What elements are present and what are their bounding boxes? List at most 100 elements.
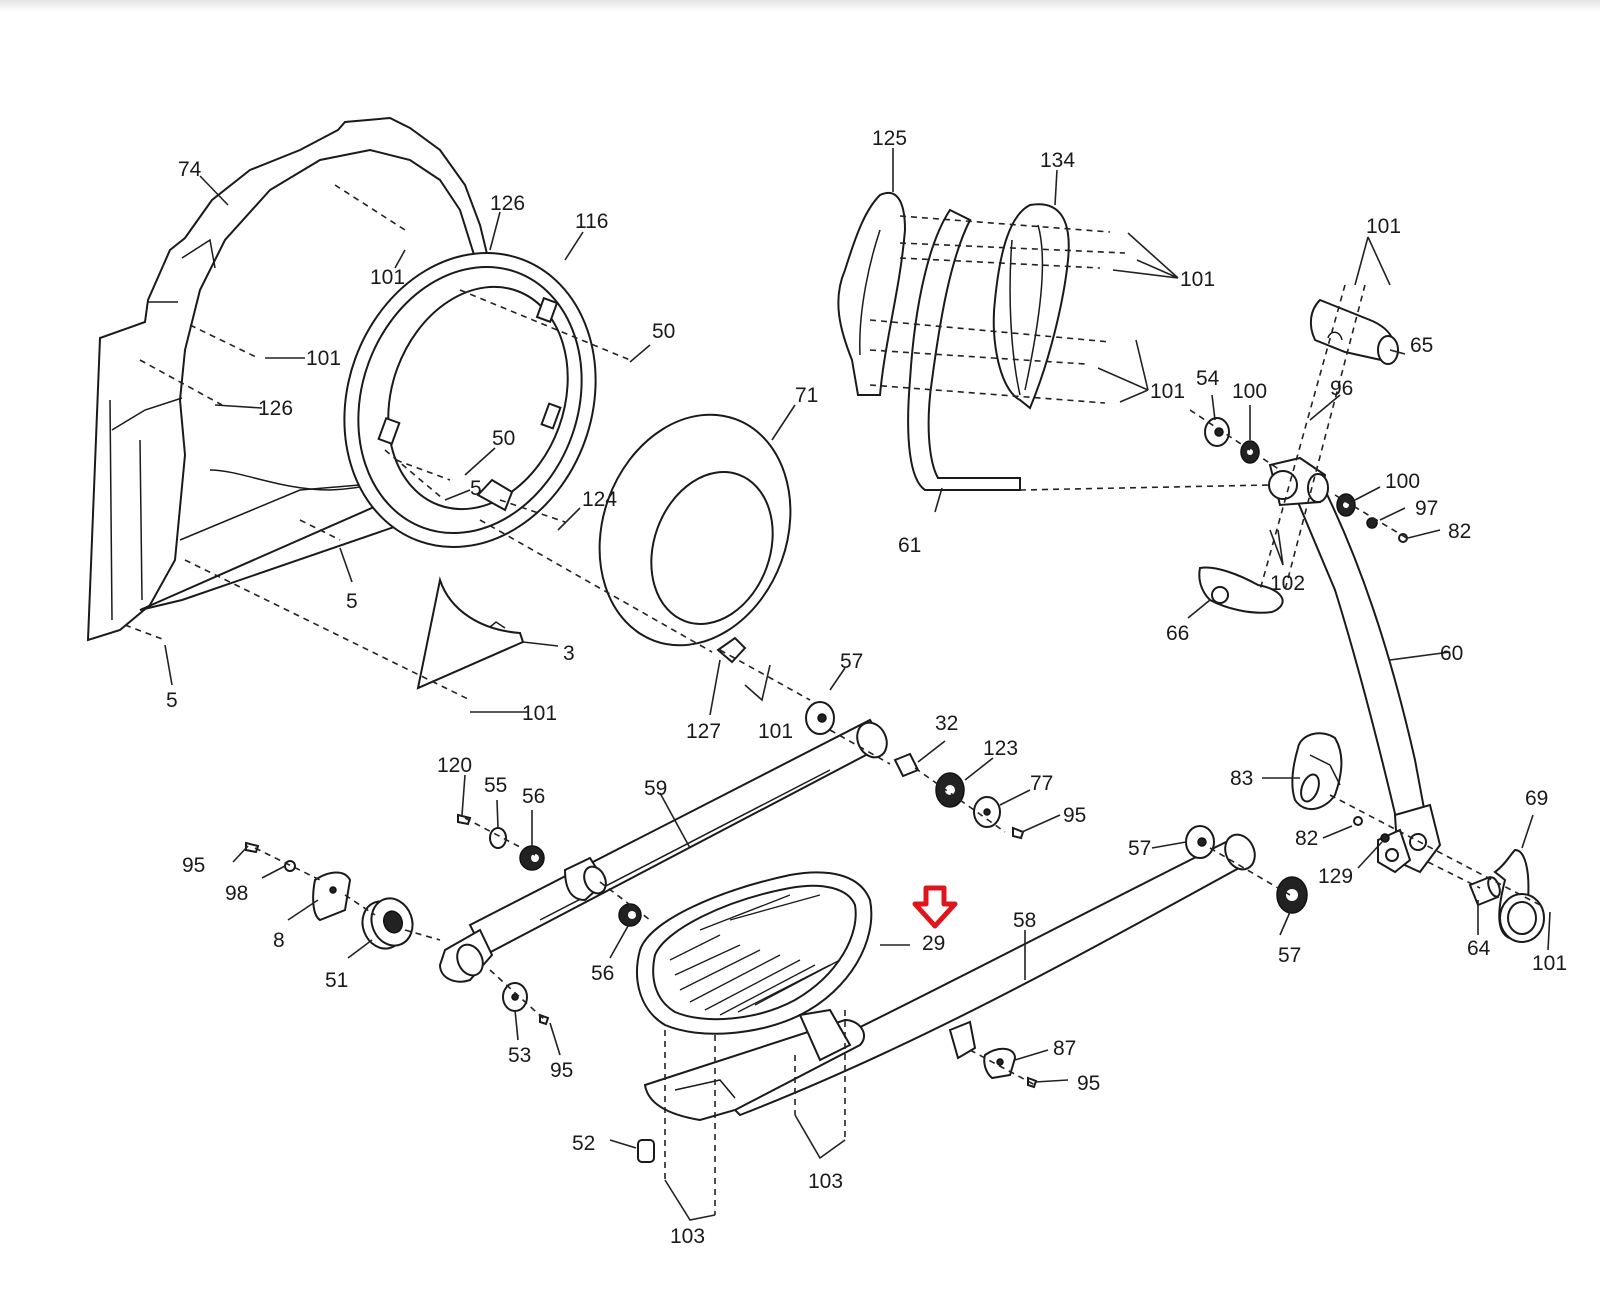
- label-126: 126: [258, 397, 293, 420]
- label-51: 51: [325, 969, 348, 992]
- part-57-bearing-right: [1276, 876, 1308, 914]
- label-100: 100: [1232, 380, 1267, 403]
- label-32: 32: [935, 712, 958, 735]
- label-97: 97: [1415, 497, 1438, 520]
- part-83-bracket: [1291, 732, 1343, 810]
- part-57-bearing-left: [1185, 825, 1215, 859]
- part-labels: 74 126 116 101 101 126 50 50 5 124 5 3 5…: [166, 127, 1567, 1248]
- label-56: 56: [522, 785, 545, 808]
- part-87-cap: [983, 1047, 1017, 1080]
- label-71: 71: [795, 384, 818, 407]
- label-101: 101: [370, 266, 405, 289]
- part-129-washer: [1380, 833, 1390, 843]
- part-100-bearing-top: [1240, 440, 1260, 464]
- part-59-pedal-arm: [438, 718, 888, 983]
- part-82-nut-top: [1398, 533, 1408, 543]
- part-8-plate: [312, 871, 352, 922]
- part-56-bushing-bottom: [618, 903, 642, 927]
- label-101: 101: [306, 347, 341, 370]
- part-116-ring: [343, 251, 597, 549]
- label-3: 3: [563, 642, 575, 665]
- part-77-washer: [973, 796, 1001, 828]
- label-95: 95: [182, 854, 205, 877]
- part-125-grip: [837, 192, 907, 396]
- label-60: 60: [1440, 642, 1463, 665]
- highlight-arrow-icon: [912, 885, 958, 929]
- label-95: 95: [1063, 804, 1086, 827]
- label-53: 53: [508, 1044, 531, 1067]
- label-101: 101: [1180, 268, 1215, 291]
- label-127: 127: [686, 720, 721, 743]
- part-123-bearing: [935, 772, 965, 808]
- upright-pivot-housing: [1268, 456, 1329, 507]
- label-100: 100: [1385, 470, 1420, 493]
- part-32-spacer: [893, 752, 920, 778]
- part-134-handle-cover: [992, 203, 1070, 410]
- label-50: 50: [652, 320, 675, 343]
- part-55-washer: [489, 827, 507, 849]
- label-57: 57: [840, 650, 863, 673]
- label-56: 56: [591, 962, 614, 985]
- label-87: 87: [1053, 1037, 1076, 1060]
- label-116: 116: [575, 210, 608, 233]
- label-125: 125: [872, 127, 907, 150]
- part-69-end-cap: [1493, 848, 1545, 943]
- label-52: 52: [572, 1132, 595, 1155]
- label-61: 61: [898, 534, 921, 557]
- label-57: 57: [1128, 837, 1151, 860]
- label-55: 55: [484, 774, 507, 797]
- pedal-base-plate: [643, 1008, 865, 1122]
- part-95-bolt-left: [245, 841, 260, 854]
- label-96: 96: [1330, 377, 1353, 400]
- part-3-cover: [416, 576, 525, 690]
- label-101: 101: [1150, 380, 1185, 403]
- label-101: 101: [758, 720, 793, 743]
- label-98: 98: [225, 882, 248, 905]
- part-57-bearing-top: [805, 701, 835, 735]
- label-59: 59: [644, 777, 667, 800]
- label-69: 69: [1525, 787, 1548, 810]
- label-74: 74: [178, 158, 202, 181]
- part-64-axle: [1468, 875, 1501, 907]
- part-54-bearing: [1204, 417, 1230, 447]
- label-82: 82: [1448, 520, 1471, 543]
- label-103: 103: [808, 1170, 843, 1193]
- part-97-washer: [1366, 517, 1378, 529]
- part-61-handle-bar: [907, 208, 1021, 491]
- top-edge-shadow: [0, 0, 1600, 12]
- label-57: 57: [1278, 944, 1301, 967]
- label-29: 29: [922, 932, 945, 955]
- label-101: 101: [1532, 952, 1567, 975]
- part-65-console-mount: [1309, 298, 1399, 365]
- label-95: 95: [1077, 1072, 1100, 1095]
- part-95-bolt-77: [1012, 826, 1025, 840]
- label-77: 77: [1030, 772, 1053, 795]
- part-53-washer: [502, 982, 528, 1012]
- label-65: 65: [1410, 334, 1433, 357]
- part-120-bolt: [457, 813, 472, 826]
- part-100-bearing-right: [1336, 493, 1356, 517]
- label-8: 8: [273, 929, 285, 952]
- part-51-wheel: [361, 897, 414, 950]
- part-29-pedal: [636, 871, 873, 1035]
- label-101: 101: [1366, 215, 1401, 238]
- label-64: 64: [1467, 937, 1491, 960]
- label-101: 101: [522, 702, 557, 725]
- label-123: 123: [983, 737, 1018, 760]
- label-5: 5: [346, 590, 358, 613]
- label-83: 83: [1230, 767, 1253, 790]
- label-50: 50: [492, 427, 515, 450]
- label-82: 82: [1295, 827, 1318, 850]
- part-82-nut-bottom: [1353, 816, 1363, 826]
- part-71-disc: [598, 413, 792, 664]
- leader-lines: [164, 148, 1551, 1221]
- part-98-washer: [284, 860, 296, 872]
- part-66-bracket: [1198, 566, 1284, 614]
- label-124: 124: [582, 488, 617, 511]
- label-54: 54: [1196, 367, 1220, 390]
- label-120: 120: [437, 754, 472, 777]
- label-5: 5: [470, 477, 482, 500]
- label-58: 58: [1013, 909, 1036, 932]
- label-5: 5: [166, 689, 178, 712]
